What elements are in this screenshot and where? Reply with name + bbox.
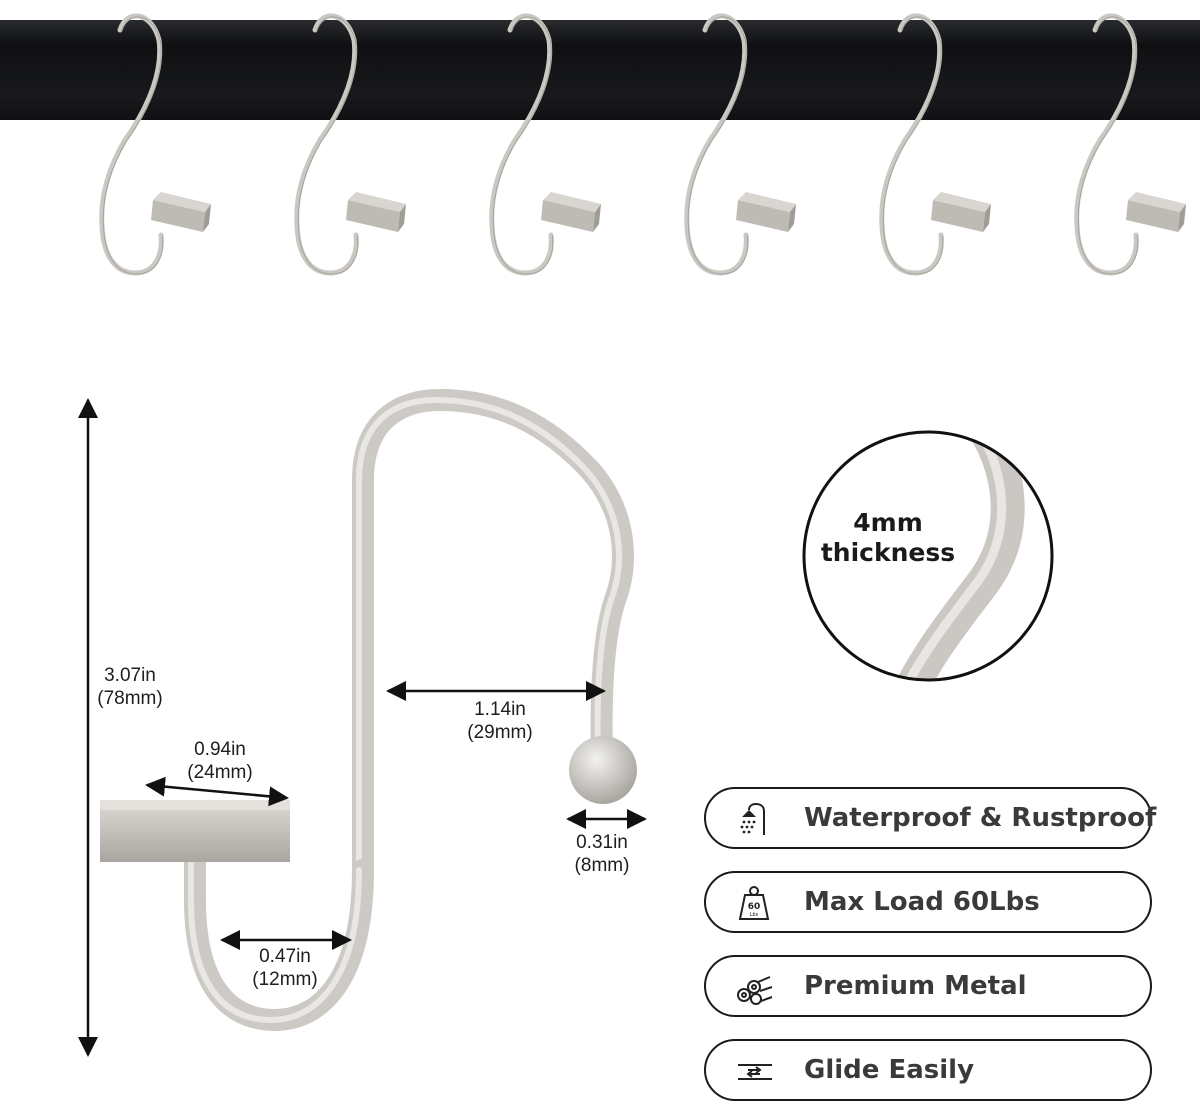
feature-label: Max Load 60Lbs [804, 887, 1040, 917]
glide-arrows-icon [738, 1064, 772, 1080]
height-label: 3.07in (78mm) [97, 665, 163, 709]
shower-rod [0, 20, 1200, 120]
hook-row-scene [0, 16, 1200, 274]
t-bar-label: 0.94in (24mm) [187, 739, 253, 783]
feature-waterproof: Waterproof & Rustproof [704, 787, 1156, 849]
bottom-gap-label: 0.47in (12mm) [252, 946, 318, 990]
metal-rods-icon [737, 976, 773, 1005]
thickness-zoom-circle [802, 430, 1054, 682]
weight-icon-value: 60 [748, 902, 761, 912]
opening-label: 1.14in (29mm) [467, 699, 533, 743]
feature-max-load: 60 Lbs Max Load 60Lbs [704, 871, 1152, 933]
feature-label: Glide Easily [804, 1055, 975, 1085]
t-bar-arrow [145, 776, 289, 807]
shower-icon [740, 802, 765, 835]
weight-icon-unit: Lbs [750, 912, 759, 918]
feature-label: Waterproof & Rustproof [804, 803, 1157, 833]
feature-glide-easily: Glide Easily [704, 1039, 1152, 1101]
dimension-lines [78, 398, 647, 1057]
thickness-label: 4mm thickness [820, 508, 956, 567]
ball-label: 0.31in (8mm) [574, 832, 630, 876]
t-bar-end [100, 800, 290, 862]
feature-label: Premium Metal [804, 971, 1027, 1001]
large-hook [100, 388, 637, 1032]
feature-premium-metal: Premium Metal [704, 955, 1152, 1017]
weight-icon: 60 Lbs [738, 886, 770, 920]
ball-end [569, 736, 637, 804]
